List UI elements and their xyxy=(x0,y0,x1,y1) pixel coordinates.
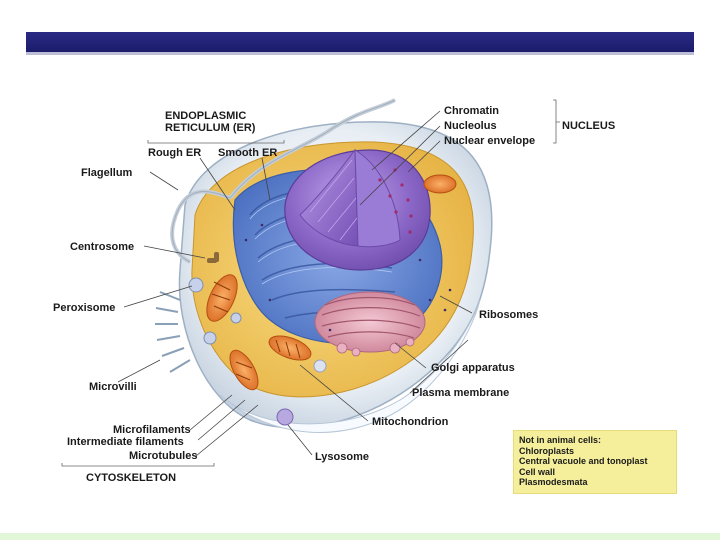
title-bar-shadow xyxy=(26,52,694,55)
not-in-animal-cells-item: Central vacuole and tonoplast xyxy=(519,456,648,466)
chromatin-label: Chromatin xyxy=(444,105,499,117)
nucleolus-label: Nucleolus xyxy=(444,120,497,132)
smooth-er-label: Smooth ER xyxy=(218,147,278,159)
mitochondrion-label: Mitochondrion xyxy=(372,416,449,428)
lysosome-label: Lysosome xyxy=(315,451,370,463)
microvilli-shape xyxy=(155,291,191,373)
golgi-apparatus-label: Golgi apparatus xyxy=(431,362,515,374)
cell-cut-rim xyxy=(219,299,481,433)
peroxisome-label: Peroxisome xyxy=(53,302,116,314)
golgi-apparatus-shape xyxy=(314,291,426,357)
nuclear-envelope-label: Nuclear envelope xyxy=(444,135,536,147)
not-in-animal-cells-item: Chloroplasts xyxy=(519,445,575,456)
not-in-animal-cells-item: Plasmodesmata xyxy=(519,477,588,487)
er-title-line2: RETICULUM (ER) xyxy=(165,122,256,134)
microvilli-label: Microvilli xyxy=(89,381,137,393)
nucleus-shape xyxy=(284,148,431,271)
intermediate-filaments-label: Intermediate filaments xyxy=(67,436,184,448)
brackets xyxy=(61,99,560,467)
nucleus-label: NUCLEUS xyxy=(562,120,616,132)
cytoskeleton-label: CYTOSKELETON xyxy=(86,472,177,484)
not-in-animal-cells-item: Cell wall xyxy=(519,466,556,477)
er-title-line1: ENDOPLASMIC xyxy=(165,110,247,122)
centrosome-label: Centrosome xyxy=(70,241,135,253)
mitochondrion-shapes xyxy=(206,174,457,391)
leader-lines xyxy=(117,110,473,457)
footer-bar xyxy=(0,533,720,540)
microfilaments-label: Microfilaments xyxy=(113,424,191,436)
microtubules-label: Microtubules xyxy=(129,450,198,462)
flagellum-label: Flagellum xyxy=(81,167,133,179)
rough-er-label: Rough ER xyxy=(148,147,202,159)
plasma-membrane-label: Plasma membrane xyxy=(412,387,510,399)
not-in-animal-cells-box: Not in animal cells: Chloroplasts Centra… xyxy=(513,430,677,494)
small-organelles xyxy=(188,252,327,426)
title-bar xyxy=(26,32,694,52)
not-in-animal-cells-title: Not in animal cells: xyxy=(519,435,602,445)
ribosome-dots xyxy=(244,223,452,332)
ribosomes-label: Ribosomes xyxy=(479,309,539,321)
